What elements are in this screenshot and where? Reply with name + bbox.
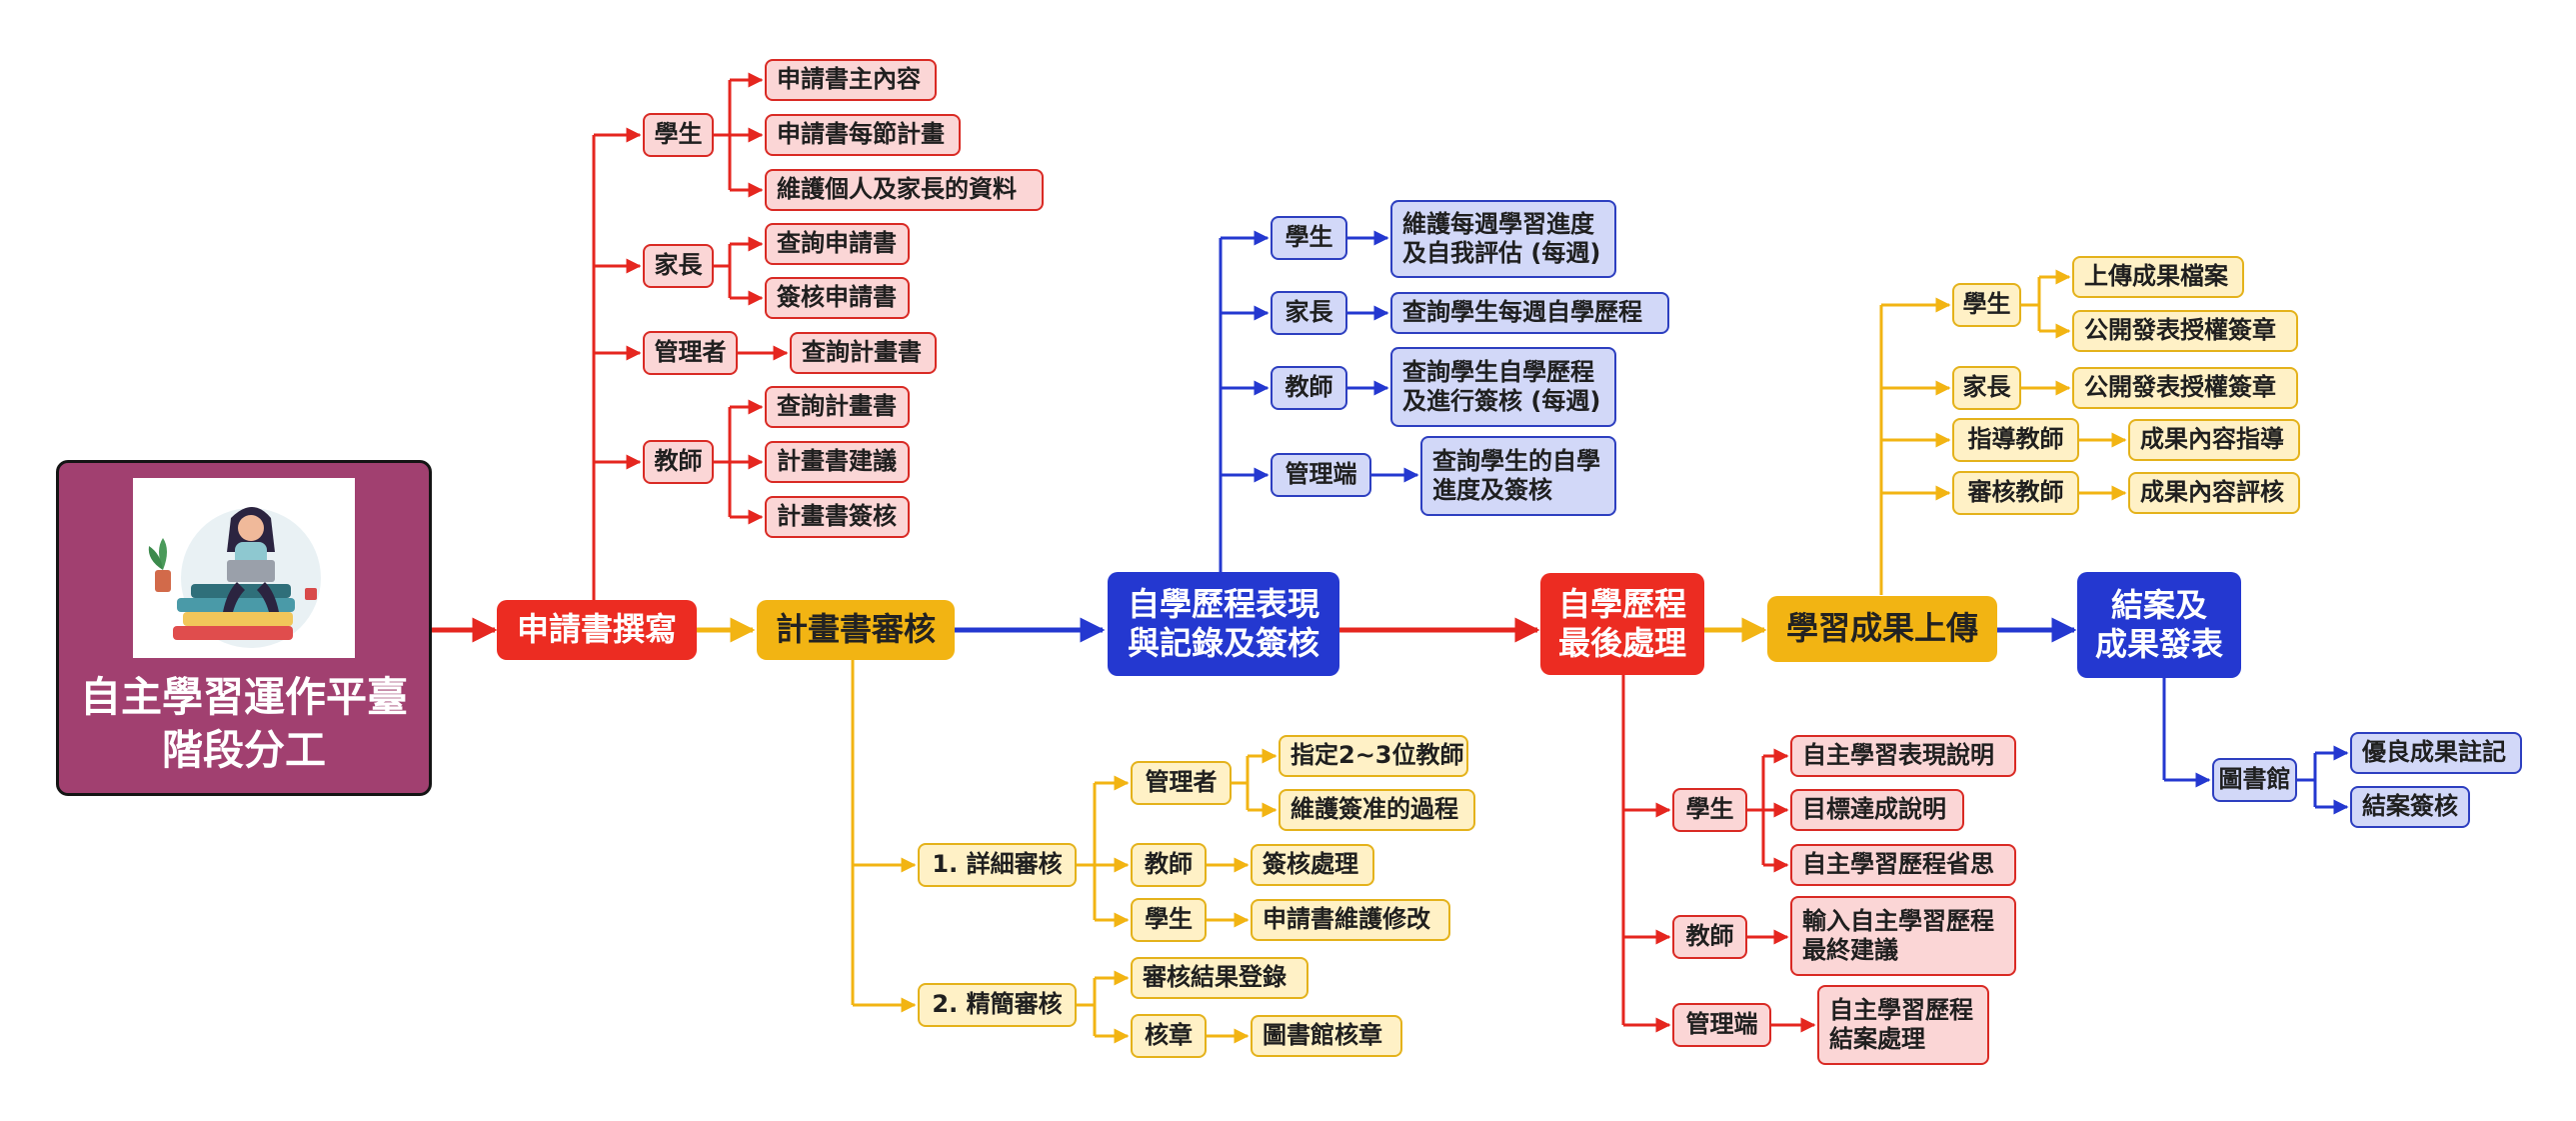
p2-simplified-review[interactable]: 2. 精簡審核: [918, 983, 1077, 1027]
p2-teacher-item-1[interactable]: 簽核處理: [1251, 844, 1374, 886]
p4-student-item-2[interactable]: 目標達成說明: [1790, 789, 1964, 831]
p6-role-library[interactable]: 圖書館: [2212, 758, 2297, 802]
p1-teacher-item-3[interactable]: 計畫書簽核: [765, 496, 910, 538]
p3-role-student[interactable]: 學生: [1271, 216, 1347, 260]
p5-mentor-item-1[interactable]: 成果內容指導: [2128, 419, 2300, 461]
p1-student-item-2[interactable]: 申請書每節計畫: [765, 114, 961, 156]
p1-role-parent[interactable]: 家長: [643, 244, 714, 288]
p2-simple-item-1[interactable]: 審核結果登錄: [1131, 957, 1308, 999]
p3-teacher-item-1[interactable]: 查詢學生自學歷程 及進行簽核 (每週): [1390, 347, 1616, 427]
p5-reviewer-item-1[interactable]: 成果內容評核: [2128, 472, 2300, 514]
p1-role-admin[interactable]: 管理者: [643, 331, 738, 375]
p5-role-student[interactable]: 學生: [1952, 283, 2021, 327]
p5-role-mentor-teacher[interactable]: 指導教師: [1952, 418, 2079, 462]
p5-role-parent[interactable]: 家長: [1952, 366, 2021, 410]
p3-admin-item-1[interactable]: 查詢學生的自學 進度及簽核: [1420, 436, 1616, 516]
p4-student-item-3[interactable]: 自主學習歷程省思: [1790, 844, 2016, 886]
title-panel: 自主學習運作平臺 階段分工: [56, 460, 432, 796]
p1-admin-item-1[interactable]: 查詢計畫書: [790, 332, 937, 374]
student-laptop-illustration: [133, 478, 355, 658]
p2-role-admin[interactable]: 管理者: [1131, 761, 1232, 805]
p1-role-teacher[interactable]: 教師: [643, 440, 714, 484]
phase-5-results-upload[interactable]: 學習成果上傳: [1767, 596, 1997, 662]
p1-parent-item-1[interactable]: 查詢申請書: [765, 223, 910, 265]
p2-role-teacher[interactable]: 教師: [1131, 843, 1207, 887]
p3-role-teacher[interactable]: 教師: [1271, 366, 1347, 410]
p1-teacher-item-1[interactable]: 查詢計畫書: [765, 386, 910, 428]
p2-admin-item-1[interactable]: 指定2~3位教師: [1279, 735, 1468, 777]
phase-3-learning-record[interactable]: 自學歷程表現 與記錄及簽核: [1108, 572, 1339, 676]
p1-role-student[interactable]: 學生: [643, 113, 714, 157]
p3-student-item-1[interactable]: 維護每週學習進度 及自我評估 (每週): [1390, 200, 1616, 278]
p2-role-seal[interactable]: 核章: [1131, 1014, 1207, 1058]
phase-6-closing-publication[interactable]: 結案及 成果發表: [2077, 572, 2241, 678]
platform-title: 自主學習運作平臺 階段分工: [59, 665, 429, 783]
p1-student-item-3[interactable]: 維護個人及家長的資料: [765, 169, 1044, 211]
p3-role-parent[interactable]: 家長: [1271, 291, 1347, 335]
p5-parent-item-1[interactable]: 公開發表授權簽章: [2072, 367, 2298, 409]
p2-role-student[interactable]: 學生: [1131, 898, 1207, 942]
p6-library-item-2[interactable]: 結案簽核: [2350, 786, 2470, 828]
phase-2-plan-review[interactable]: 計畫書審核: [757, 600, 955, 660]
title-line-1: 自主學習運作平臺: [80, 672, 408, 721]
p4-student-item-1[interactable]: 自主學習表現說明: [1790, 735, 2016, 777]
phase-4-final-processing[interactable]: 自學歷程 最後處理: [1540, 573, 1704, 675]
p3-parent-item-1[interactable]: 查詢學生每週自學歷程: [1390, 292, 1669, 334]
p5-student-item-1[interactable]: 上傳成果檔案: [2072, 256, 2244, 298]
p1-parent-item-2[interactable]: 簽核申請書: [765, 277, 910, 319]
title-line-2: 階段分工: [162, 726, 326, 774]
p4-role-teacher[interactable]: 教師: [1672, 915, 1747, 959]
p1-student-item-1[interactable]: 申請書主內容: [765, 59, 937, 101]
phase-1-application-writing[interactable]: 申請書撰寫: [497, 600, 697, 660]
p4-role-admin[interactable]: 管理端: [1672, 1003, 1771, 1047]
p5-student-item-2[interactable]: 公開發表授權簽章: [2072, 310, 2298, 352]
p4-role-student[interactable]: 學生: [1672, 788, 1747, 832]
p2-detailed-review[interactable]: 1. 詳細審核: [918, 843, 1077, 887]
p4-admin-item-1[interactable]: 自主學習歷程 結案處理: [1817, 985, 1989, 1065]
p2-student-item-1[interactable]: 申請書維護修改: [1251, 899, 1450, 941]
p6-library-item-1[interactable]: 優良成果註記: [2350, 732, 2522, 774]
p3-role-admin[interactable]: 管理端: [1271, 453, 1371, 497]
p1-teacher-item-2[interactable]: 計畫書建議: [765, 441, 910, 483]
p2-admin-item-2[interactable]: 維護簽准的過程: [1279, 789, 1475, 831]
p2-seal-item-1[interactable]: 圖書館核章: [1251, 1015, 1402, 1057]
p4-teacher-item-1[interactable]: 輸入自主學習歷程 最終建議: [1790, 896, 2016, 976]
p5-role-review-teacher[interactable]: 審核教師: [1952, 471, 2079, 515]
